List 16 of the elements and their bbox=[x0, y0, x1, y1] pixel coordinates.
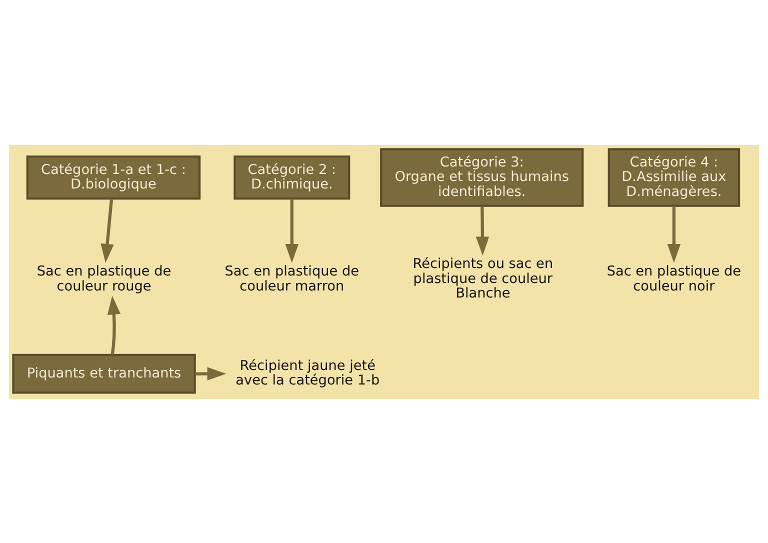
arrow bbox=[100, 198, 114, 262]
node-text: Sac en plastique de couleur rouge bbox=[36, 263, 172, 294]
node-box: Piquants et tranchants bbox=[12, 353, 196, 394]
arrow bbox=[107, 295, 121, 354]
node-box: Catégorie 4 : D.Assimilie aux D.ménagères. bbox=[608, 148, 740, 206]
node-box: Catégorie 3: Organe et tissus humains identifiables. bbox=[380, 148, 584, 206]
arrow bbox=[195, 366, 226, 380]
arrow bbox=[667, 206, 681, 262]
node-box: Catégorie 2 : D.chimique. bbox=[234, 155, 350, 200]
node-text: Sac en plastique de couleur noir bbox=[606, 263, 742, 294]
arrow bbox=[285, 198, 299, 262]
node-text: Récipients ou sac en plastique de couleur Blanche bbox=[412, 256, 554, 302]
node-box: Catégorie 1-a et 1-c : D.biologique bbox=[26, 155, 201, 200]
arrow bbox=[476, 206, 490, 256]
node-text: Récipient jaune jeté avec la catégorie 1-b bbox=[236, 358, 380, 388]
node-text: Sac en plastique de couleur marron bbox=[224, 263, 360, 294]
